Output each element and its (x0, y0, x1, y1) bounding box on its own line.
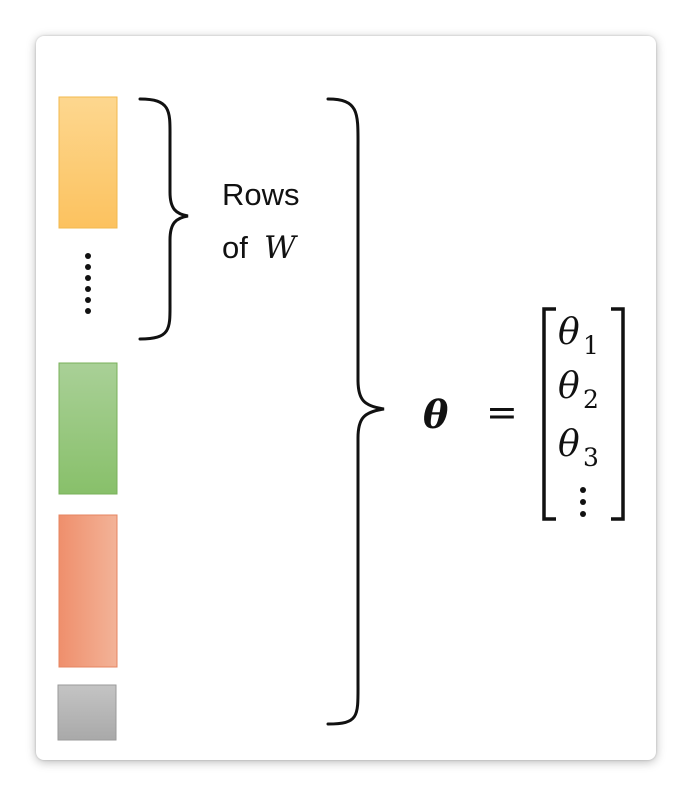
green-block (58, 362, 118, 495)
right-matrix-bracket (611, 307, 625, 521)
theta-2-subscript: 2 (583, 385, 599, 414)
left-matrix-bracket (542, 307, 556, 521)
small-curly-brace (138, 97, 189, 341)
theta-vector-symbol: θ (423, 392, 449, 437)
theta-2-symbol: θ (558, 366, 580, 407)
salmon-block (58, 514, 118, 668)
theta-3-symbol: θ (558, 424, 580, 465)
gray-block (57, 684, 117, 741)
theta-3-subscript: 3 (583, 443, 599, 472)
rows-label: Rows (222, 177, 300, 212)
figure-card (36, 36, 656, 760)
theta-1-symbol: θ (558, 312, 580, 353)
theta-1-subscript: 1 (583, 331, 599, 360)
vertical-ellipsis (85, 253, 91, 314)
w-symbol: W (264, 230, 298, 266)
large-curly-brace (326, 97, 385, 726)
equals-sign: = (486, 390, 518, 434)
of-label: of (222, 230, 248, 265)
matrix-vertical-ellipsis (580, 487, 586, 517)
yellow-row-block (58, 96, 118, 229)
